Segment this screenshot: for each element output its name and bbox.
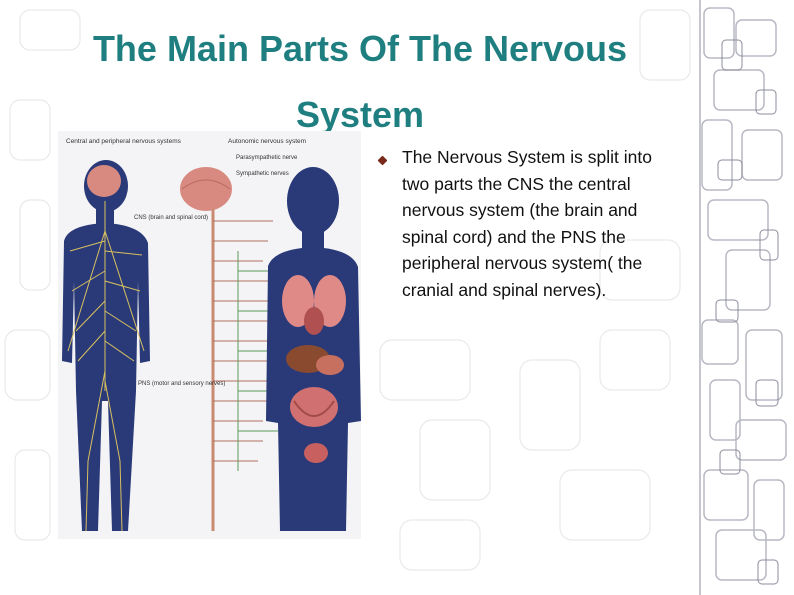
figure-left-heading: Central and peripheral nervous systems bbox=[66, 138, 182, 145]
figure-legend-sympathetic: Sympathetic nerves bbox=[236, 171, 289, 177]
figure-cns-label: CNS (brain and spinal cord) bbox=[134, 215, 208, 221]
nervous-system-drawing: Central and peripheral nervous systems A… bbox=[62, 138, 361, 532]
figure-right-heading: Autonomic nervous system bbox=[228, 138, 306, 145]
autonomic-brain-diagram bbox=[180, 167, 288, 531]
nervous-system-illustration: Central and peripheral nervous systems A… bbox=[58, 131, 361, 539]
bullet-text: The Nervous System is split into two par… bbox=[402, 147, 652, 300]
slide-title-line-2: System bbox=[295, 94, 425, 135]
figure-legend-parasympathetic: Parasympathetic nerve bbox=[236, 155, 298, 161]
organs-body-figure bbox=[266, 167, 361, 531]
slide-title-line-1: The Main Parts Of The Nervous bbox=[92, 28, 628, 69]
cns-pns-body-figure bbox=[62, 160, 150, 532]
figure-pns-label: PNS (motor and sensory nerves) bbox=[138, 381, 225, 387]
decorative-side-strip bbox=[699, 0, 787, 595]
